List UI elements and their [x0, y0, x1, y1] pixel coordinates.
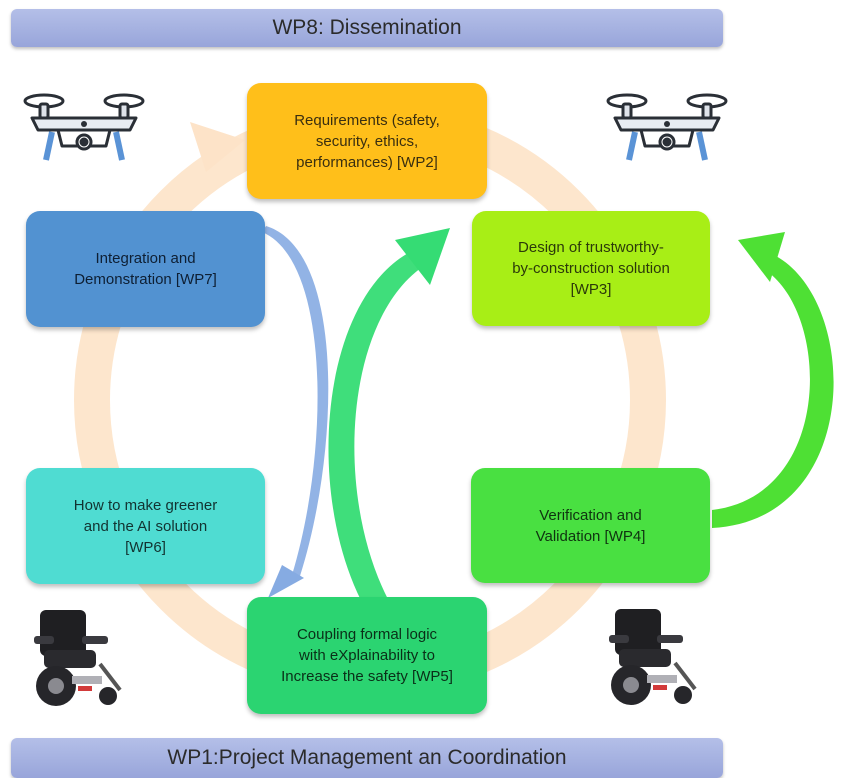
- green-arrow: [328, 248, 430, 662]
- wp5-coupling-box: Coupling formal logic with eXplainabilit…: [247, 597, 487, 714]
- lime-arrowhead: [738, 232, 785, 282]
- wp4-verification-box: Verification and Validation [WP4]: [471, 468, 710, 583]
- wheelchair-icon: [34, 610, 122, 706]
- cycle-arrowhead: [190, 122, 245, 172]
- drone-icon: [23, 93, 145, 161]
- wheelchair-icon: [609, 609, 697, 705]
- wp8-banner: WP8: Dissemination: [11, 9, 723, 47]
- lime-arrow: [712, 250, 834, 528]
- wp3-design-box: Design of trustworthy- by-construction s…: [472, 211, 710, 326]
- wp1-banner: WP1:Project Management an Coordination: [11, 738, 723, 778]
- wp6-greener-box: How to make greener and the AI solution …: [26, 468, 265, 584]
- blue-arrow: [262, 226, 329, 576]
- green-arrowhead: [395, 228, 450, 285]
- wp2-requirements-box: Requirements (safety, security, ethics, …: [247, 83, 487, 199]
- blue-arrowhead: [268, 565, 304, 598]
- wp7-integration-box: Integration and Demonstration [WP7]: [26, 211, 265, 327]
- drone-icon: [606, 93, 728, 161]
